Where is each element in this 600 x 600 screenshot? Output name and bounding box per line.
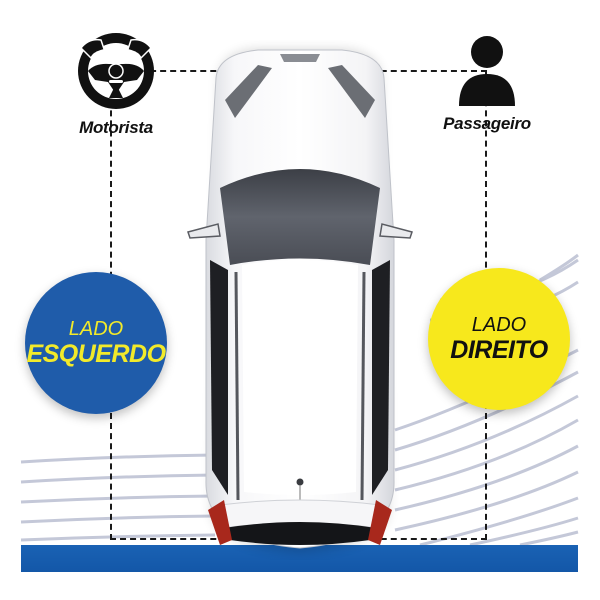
driver-role: Motorista [66, 30, 166, 138]
left-side-badge: LADO ESQUERDO [25, 272, 167, 414]
left-side-label-big: ESQUERDO [26, 340, 166, 368]
steering-wheel-icon [78, 33, 154, 109]
person-icon [459, 36, 515, 106]
passenger-label: Passageiro [443, 114, 531, 133]
right-side-badge: LADO DIREITO [428, 268, 570, 410]
driver-label: Motorista [79, 118, 153, 137]
passenger-role: Passageiro [432, 34, 542, 134]
right-side-label-small: LADO [471, 314, 527, 336]
car-top-view-icon [187, 49, 413, 552]
left-side-label-small: LADO [68, 318, 124, 340]
right-side-label-big: DIREITO [450, 336, 548, 364]
